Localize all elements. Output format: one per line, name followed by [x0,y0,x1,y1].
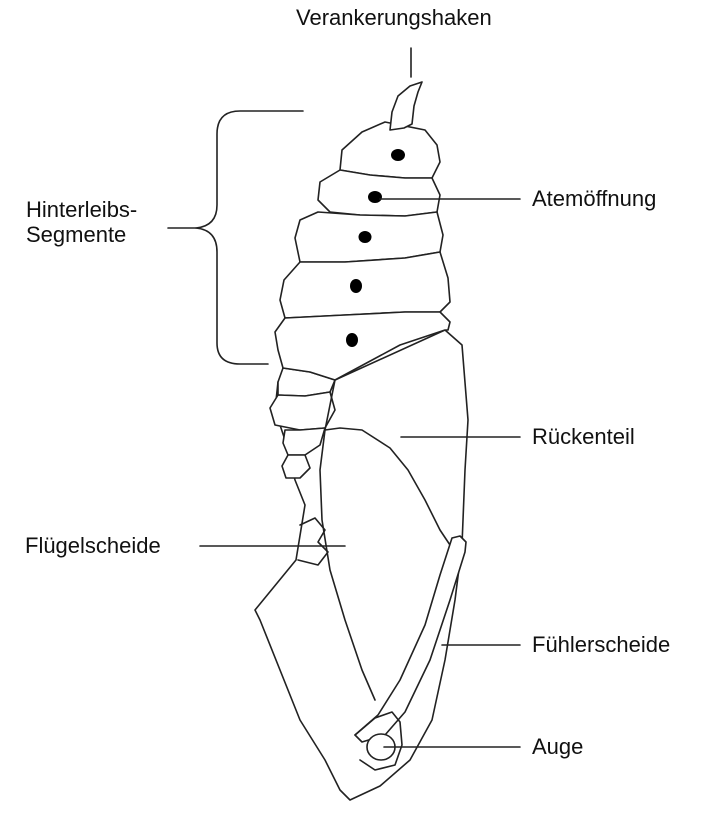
spiracle-dot [391,149,405,161]
label-abdomen: Hinterleibs- Segmente [26,197,137,248]
label-back: Rückenteil [532,424,635,449]
label-abdomen-line1: Hinterleibs- [26,197,137,222]
label-spiracle: Atemöffnung [532,186,656,211]
label-eye: Auge [532,734,583,759]
spiracle-dot [368,191,382,203]
label-wing-sheath: Flügelscheide [25,533,161,558]
anchoring-hook [390,82,422,130]
label-hook: Verankerungshaken [296,5,492,30]
ventral-segment [270,392,335,430]
spiracle-dot [350,279,362,293]
abdominal-segment [280,252,450,318]
spiracle-dot [346,333,358,347]
label-antenna-sheath: Fühlerscheide [532,632,670,657]
label-abdomen-line2: Segmente [26,222,126,247]
spiracle-dot [359,231,372,243]
